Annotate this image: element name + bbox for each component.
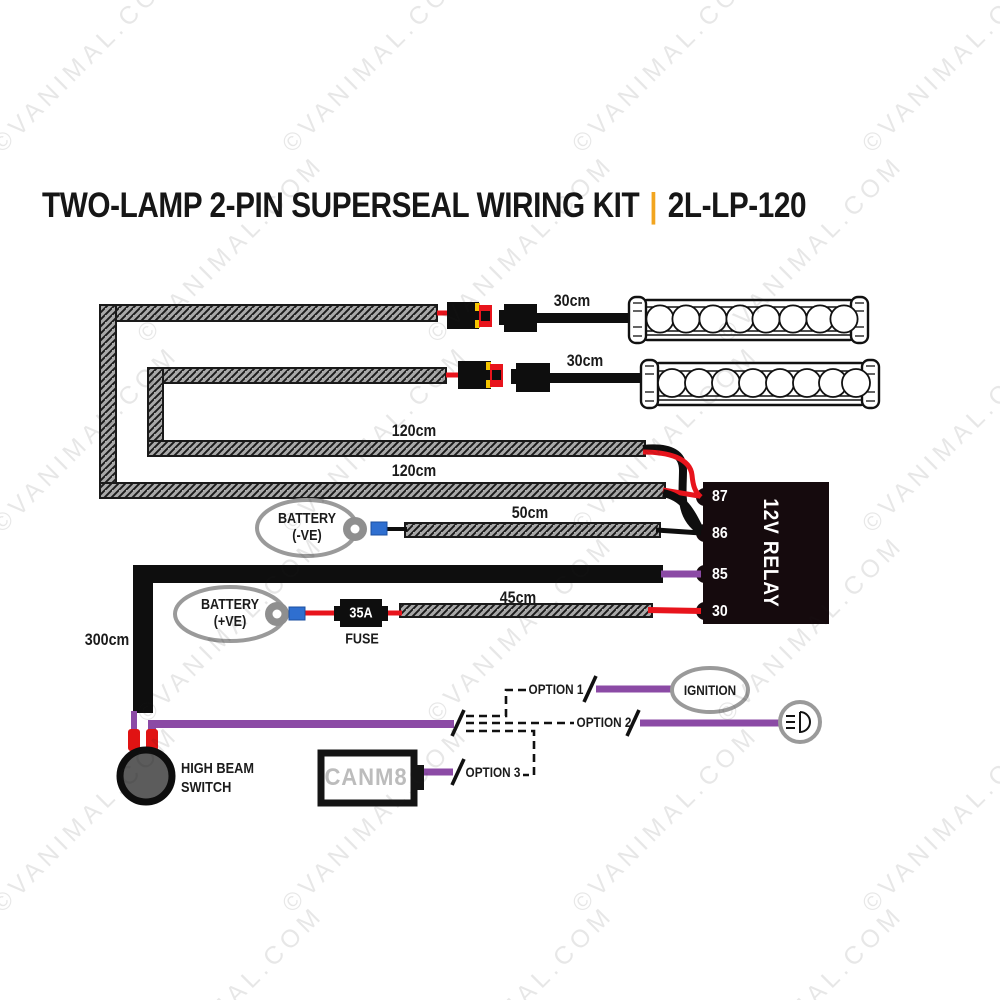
- headlight-icon: [786, 711, 811, 734]
- relay-pin-87: 87: [712, 488, 728, 505]
- battery-positive-label: BATTERY (+VE): [200, 596, 260, 630]
- label-positive-45cm: 45cm: [499, 588, 537, 607]
- fuse-rating: 35A: [349, 604, 373, 622]
- page-title: TWO-LAMP 2-PIN SUPERSEAL WIRING KIT | 2L…: [42, 186, 807, 226]
- high-beam-switch: [116, 729, 176, 806]
- high-beam-symbol: [778, 700, 822, 744]
- relay-wires: [642, 444, 704, 614]
- relay-name: 12V RELAY: [759, 498, 782, 608]
- label-lamp1-30cm: 30cm: [553, 291, 591, 310]
- wire-break-slashes: [450, 675, 641, 786]
- switch-power-cable: [133, 565, 663, 713]
- title-main: TWO-LAMP 2-PIN SUPERSEAL WIRING KIT: [42, 186, 640, 225]
- fuse-box: [334, 599, 388, 627]
- ignition-label: IGNITION: [683, 682, 737, 698]
- braided-loop-cables: [99, 304, 666, 499]
- option3-label: OPTION 3: [465, 764, 521, 780]
- led-light-bar-1: [627, 295, 870, 345]
- label-switch-300cm: 300cm: [84, 630, 130, 649]
- label-negative-50cm: 50cm: [511, 503, 549, 522]
- relay-pin-30: 30: [712, 603, 728, 620]
- lamp2-connector-pair: [446, 361, 643, 392]
- option1-label: OPTION 1: [528, 681, 584, 697]
- battery-negative-chain: [255, 498, 407, 558]
- high-beam-switch-label: HIGH BEAM SWITCH: [181, 760, 254, 796]
- canm8-label: CANM8: [324, 764, 408, 791]
- lamp1-connector-pair: [437, 302, 630, 332]
- battery-negative-label: BATTERY (-VE): [277, 510, 337, 544]
- canm8-box: [317, 749, 424, 807]
- option2-label: OPTION 2: [576, 714, 632, 730]
- title-separator: |: [649, 187, 658, 225]
- ignition-oval: [670, 666, 750, 714]
- led-light-bar-2: [639, 358, 881, 410]
- option-dashed-links: [466, 688, 574, 777]
- label-lamp2-30cm: 30cm: [566, 351, 604, 370]
- relay-pin-85: 85: [712, 566, 728, 583]
- label-loop2-120cm: 120cm: [391, 461, 437, 480]
- relay-pin-86: 86: [712, 525, 728, 542]
- battery-positive-chain: [173, 585, 402, 643]
- title-product-code: 2L-LP-120: [667, 186, 807, 225]
- fuse-label: FUSE: [345, 630, 379, 648]
- label-loop1-120cm: 120cm: [391, 421, 437, 440]
